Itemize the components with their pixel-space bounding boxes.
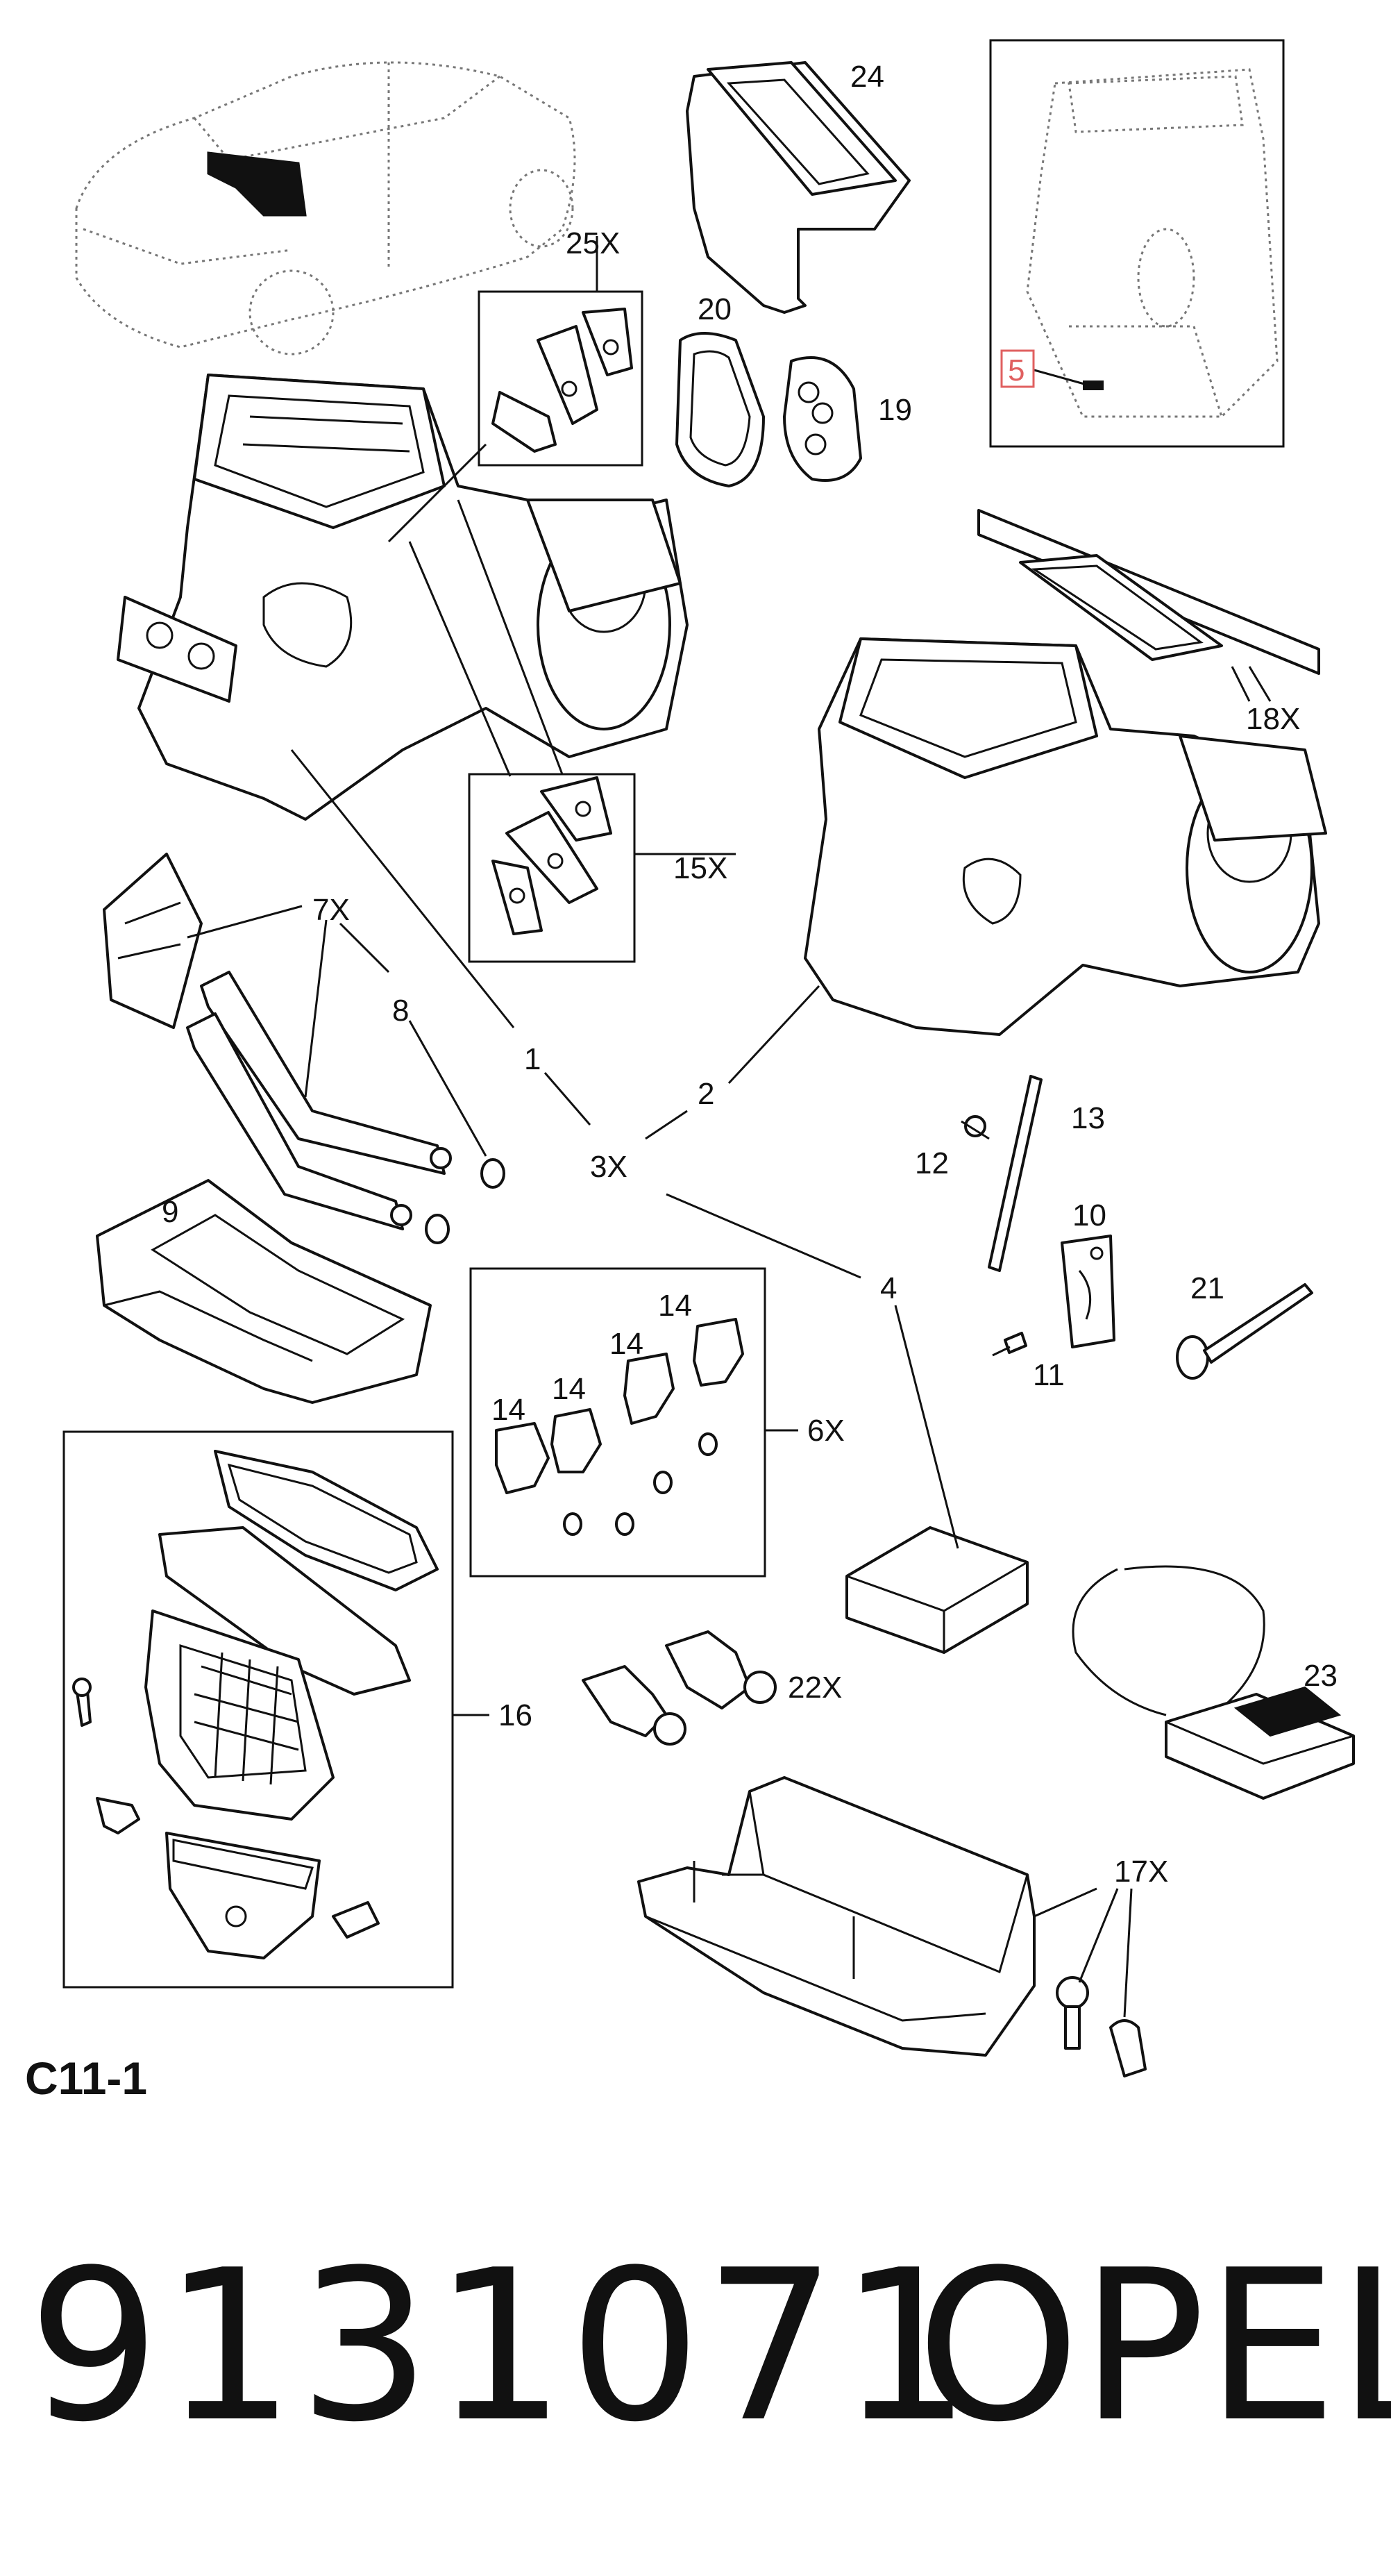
callout-labels: 24 25X 20 19 5 18X 15X 7X 8 1 2 3X 13 12… <box>162 60 1338 1889</box>
part-24-duct <box>686 61 911 314</box>
part-22x-connectors <box>582 1630 777 1746</box>
part-6x-clip-set <box>469 1267 766 1578</box>
callout-13: 13 <box>1071 1101 1105 1135</box>
part-9-tray <box>96 1179 432 1404</box>
callout-19: 19 <box>878 393 912 427</box>
part-23-sensor <box>1072 1565 1355 1800</box>
callout-14-a: 14 <box>491 1393 525 1427</box>
part-13-rod <box>988 1075 1043 1272</box>
callout-24: 24 <box>850 60 884 94</box>
callout-21: 21 <box>1190 1271 1224 1305</box>
part-18x-filter <box>977 509 1320 675</box>
callout-3x: 3X <box>590 1150 627 1184</box>
callout-14-c: 14 <box>609 1327 643 1361</box>
callout-14-d: 14 <box>658 1289 692 1323</box>
part-10-lever <box>1061 1235 1115 1348</box>
part-12-clip <box>961 1115 990 1140</box>
box-6x <box>469 1267 766 1578</box>
part-17x-cover <box>637 1776 1147 2077</box>
callout-15x: 15X <box>673 851 727 885</box>
callout-9: 9 <box>162 1195 178 1229</box>
callout-8: 8 <box>392 994 409 1028</box>
callout-7x: 7X <box>312 893 350 927</box>
callout-22x: 22X <box>788 1671 842 1705</box>
part-19-gasket <box>783 356 862 482</box>
callout-17x: 17X <box>1114 1855 1168 1889</box>
callout-11: 11 <box>1033 1358 1065 1392</box>
callout-2: 2 <box>698 1077 714 1111</box>
inset-frame <box>989 39 1285 448</box>
part-15x-clips <box>468 773 636 963</box>
callout-1: 1 <box>524 1042 541 1076</box>
part-8-o-rings <box>425 1158 505 1244</box>
part-20-seal <box>675 332 765 487</box>
car-locator-illustration <box>75 61 576 356</box>
callout-10: 10 <box>1072 1198 1106 1232</box>
callout-6x: 6X <box>807 1414 845 1448</box>
part-21-bolt <box>1176 1283 1313 1380</box>
part-1-heater-housing <box>117 374 689 821</box>
part-7x-pipes <box>103 853 452 1230</box>
callout-5-frame <box>1000 349 1035 388</box>
box-16 <box>62 1430 454 1989</box>
inset-view <box>989 39 1285 448</box>
callout-25x: 25X <box>566 226 620 260</box>
callout-12: 12 <box>915 1146 949 1180</box>
box-15x <box>468 773 636 963</box>
leader-lines <box>187 236 1272 2018</box>
box-25x <box>478 290 643 467</box>
callout-18x: 18X <box>1246 702 1300 736</box>
part-25x-clips <box>478 290 643 467</box>
callout-5: 5 <box>1008 353 1025 387</box>
part-number: 9131071 <box>28 2225 975 2468</box>
part-2-heater-housing <box>804 637 1327 1036</box>
callout-14-b: 14 <box>552 1372 586 1406</box>
part-4-control-module <box>845 1526 1029 1654</box>
diagram-code: C11-1 <box>25 2052 148 2104</box>
part-16-blower <box>62 1430 454 1989</box>
callout-23: 23 <box>1304 1659 1338 1693</box>
callout-4: 4 <box>880 1271 897 1305</box>
callout-20: 20 <box>698 292 732 326</box>
highlighted-hvac-location <box>207 151 307 217</box>
brand-name: OPEL <box>916 2225 1391 2468</box>
part-11-screw <box>992 1332 1027 1357</box>
callout-16: 16 <box>498 1698 532 1732</box>
inset-part-marker <box>1083 380 1104 390</box>
